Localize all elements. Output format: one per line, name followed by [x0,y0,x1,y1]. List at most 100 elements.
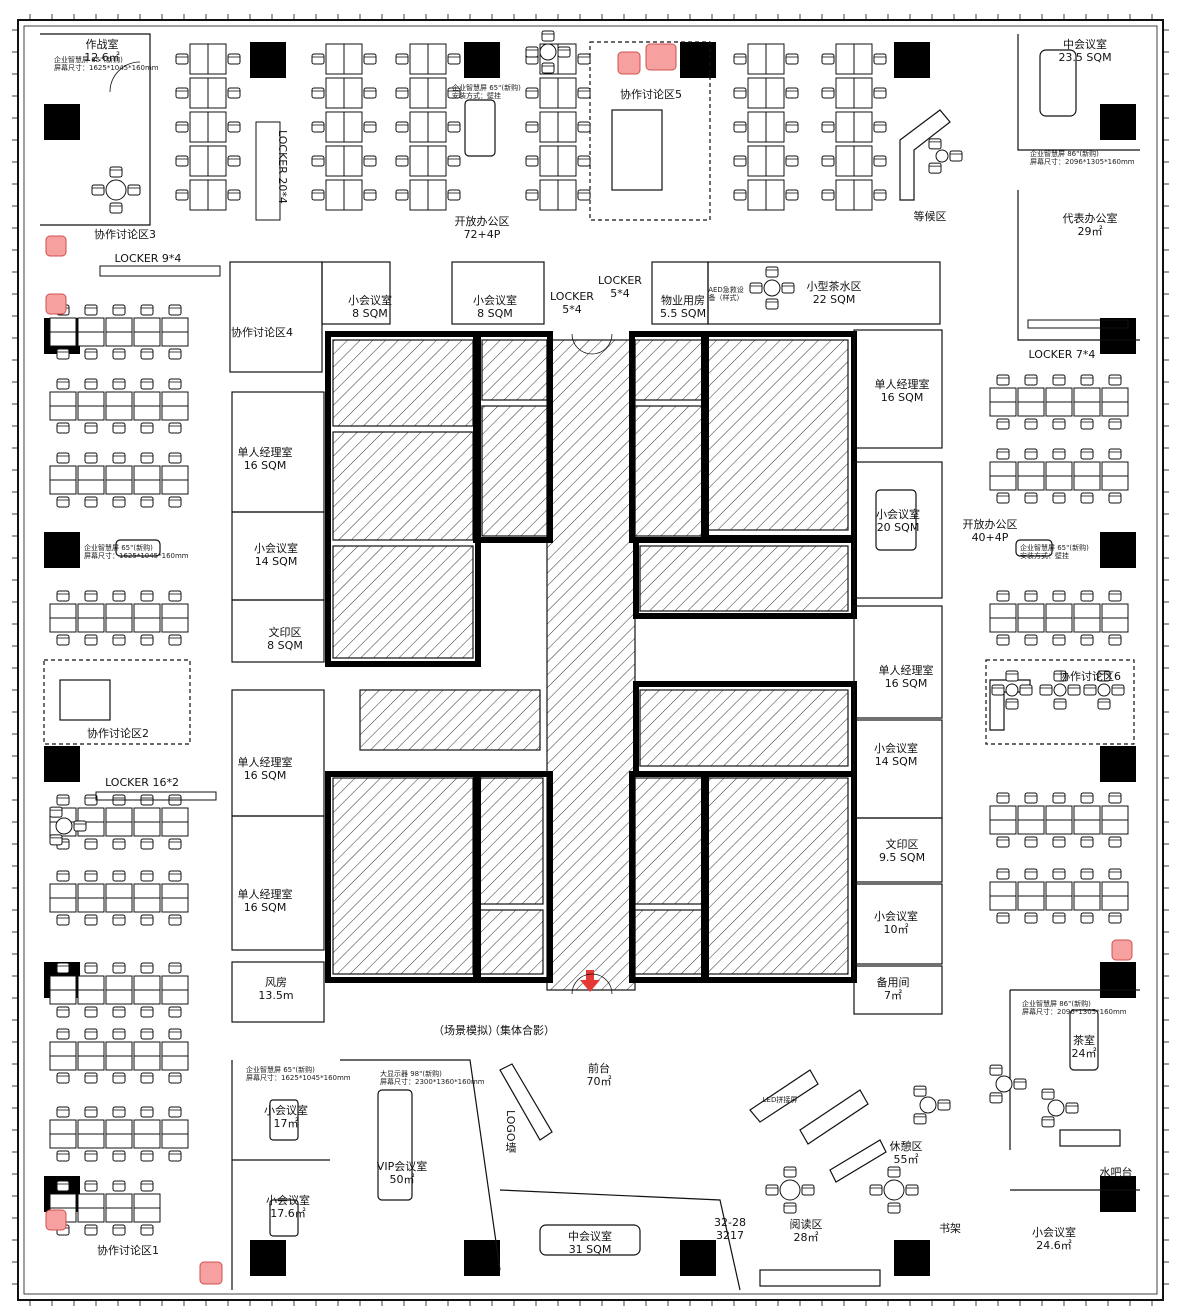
locker-9x4-label: LOCKER 9*4 [114,252,182,265]
workstation-cluster [821,43,887,211]
workstation-cluster [49,1106,189,1162]
logo-wall-label: LOGO墙 [504,1110,517,1153]
workstation-cluster [49,962,189,1018]
workstation-cluster [49,590,189,646]
screen-note-bl: 企业智慧屏 65"(新购)屏幕尺寸：1625*1045*160mm [246,1066,351,1082]
round-table [525,30,571,74]
round-table [765,1166,815,1214]
round-table [1041,1088,1079,1128]
collab-5-label: 协作讨论区5 [620,88,682,101]
collab-2-label: 协作讨论区2 [87,727,149,740]
workstation-cluster [989,590,1129,646]
locker-7x4-label: LOCKER 7*4 [1028,348,1096,361]
workstation-cluster [49,1028,189,1084]
core-hatch-zones [332,339,849,991]
locker-16x2-label: LOCKER 16*2 [105,776,179,789]
locker-20x4-label: LOCKER 20*4 [276,130,289,204]
workstation-cluster [733,43,799,211]
collab-1-label: 协作讨论区1 [97,1244,159,1257]
workstation-cluster [49,304,189,360]
screen-note-mid-meeting: 企业智慧屏 86"(新购)屏幕尺寸：2096*1305*160mm [1030,150,1135,166]
workstation-cluster [49,378,189,434]
round-tables [49,30,1125,1214]
round-table [91,166,141,214]
locker-bars [95,121,1129,801]
round-table [49,806,87,846]
workstation-cluster [49,870,189,926]
workstation-cluster [175,43,241,211]
workstation-cluster [989,792,1129,848]
workstation-cluster [989,868,1129,924]
round-table [1039,670,1081,710]
led-label: LED拼接屏 [762,1096,798,1104]
workstation-cluster [49,794,189,850]
bookshelf-label: 书架 [939,1222,961,1235]
water-bar-label: 水吧台 [1099,1166,1133,1179]
scene-sim-label: （场景模拟） [433,1024,499,1037]
round-table [928,138,963,174]
round-table [989,1064,1027,1104]
workstation-cluster [49,452,189,508]
workstation-cluster [311,43,377,211]
door-swings [109,61,613,995]
workstation-cluster [989,374,1129,430]
workstation-cluster [989,448,1129,504]
room-partitions [40,33,1140,1291]
round-table [1083,670,1125,710]
screen-note-tea-room: 企业智慧屏 86"(新购)屏幕尺寸：2096*1305*160mm [1022,1000,1127,1016]
dimension-ticks [12,14,1169,1306]
collab-3-label: 协作讨论区3 [94,228,156,241]
screen-note-right-open: 企业智慧屏 65"(新购)安装方式：壁挂 [1020,544,1089,560]
screen-note-war-room: 企业智慧屏 65"(新购)屏幕尺寸：1625*1045*160mm [54,56,159,72]
workstation-cluster [525,43,591,211]
building-outline [17,19,1164,1301]
screen-note-top: 企业智慧屏 65"(新购)安装方式：壁挂 [452,84,521,100]
waiting-label: 等候区 [913,210,947,223]
collab-4-label: 协作讨论区4 [231,326,293,339]
round-table [869,1166,919,1214]
group-photo-label: （集体合影） [489,1024,555,1037]
collab-6-label: 协作讨论区6 [1059,670,1121,683]
workstation-cluster [49,1180,161,1236]
meeting-tables [59,49,1099,1256]
round-table [749,266,795,310]
round-table [913,1085,951,1125]
round-table [991,670,1033,710]
screen-note-left-open: 企业智慧屏 65"(新购)屏幕尺寸：1625*1045*160mm [84,544,189,560]
screen-note-vip: 大显示器 98"(新购)屏幕尺寸：2300*1360*160mm [380,1070,485,1086]
pink-markers [45,43,1133,1285]
workstation-cluster [395,43,461,211]
